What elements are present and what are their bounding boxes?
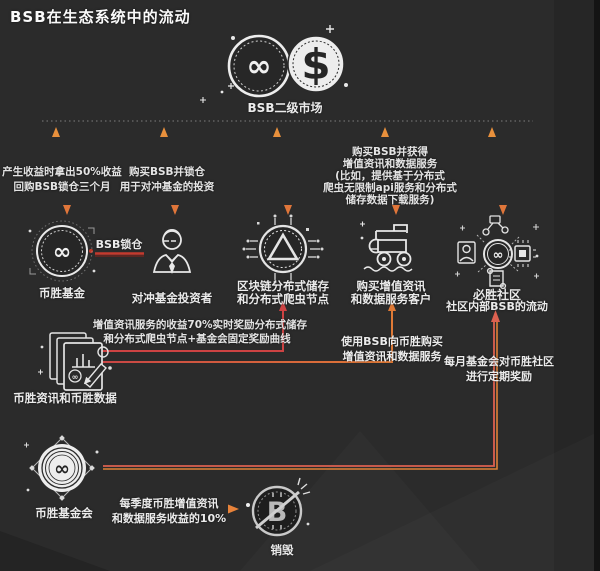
investor-label: 对冲基金投资者 xyxy=(131,291,213,305)
quarterly-note-line2: 和数据服务收益的10% xyxy=(111,512,227,525)
foundation-label: 币胜基金会 xyxy=(35,506,93,520)
arrow-pair-fund xyxy=(52,127,71,215)
hedge-invest-note-line2: 用于对冲基金的投资 xyxy=(119,181,215,193)
community-label-line1: 必胜社区 xyxy=(472,288,522,302)
reward-nodes-note-line2: 和分布式爬虫节点+基金会固定奖励曲线 xyxy=(103,333,291,345)
investor-icon xyxy=(152,229,192,274)
svg-text:∞: ∞ xyxy=(54,458,70,480)
quarterly-note-line1: 每季度币胜增值资讯 xyxy=(119,497,219,510)
buy-services-note-line3: (比如，提供基于分布式 xyxy=(335,170,445,182)
docs-label: 币胜资讯和币胜数据 xyxy=(13,391,117,405)
burn-label: 销毁 xyxy=(270,543,294,557)
blockchain-label-line2: 和分布式爬虫节点 xyxy=(237,292,329,306)
bsb-coin-icon: ∞ xyxy=(227,34,291,98)
excavator-icon xyxy=(360,221,413,272)
blockchain-chip-icon xyxy=(242,214,324,284)
top-sparkles xyxy=(200,25,348,103)
blockchain-label-line1: 区块链分布式储存 xyxy=(237,279,329,293)
buyback-note-line2: 回购BSB锁仓三个月 xyxy=(13,181,111,193)
burn-icon: B xyxy=(246,477,311,537)
diagram-title: BSB在生态系统中的流动 xyxy=(10,8,191,26)
buy-services-note-line4: 爬虫无限制api服务和分布式 xyxy=(323,182,457,194)
use-bsb-note-line2: 增值资讯和数据服务 xyxy=(342,350,442,363)
fund-coin-icon: ∞ xyxy=(28,220,96,282)
arrow-pair-investor xyxy=(160,127,179,215)
dollar-coin-icon: $ xyxy=(287,35,345,93)
hedge-invest-note-line1: 购买BSB并锁仓 xyxy=(128,166,206,178)
bsb-lock-label: BSB锁仓 xyxy=(95,238,143,251)
use-bsb-note-line1: 使用BSB向币胜购买 xyxy=(341,335,443,348)
customer-label-line2: 和数据服务客户 xyxy=(350,292,432,306)
monthly-note-line2: 进行定期奖励 xyxy=(466,370,532,383)
documents-icon: ∞ xyxy=(38,332,113,391)
svg-text:∞: ∞ xyxy=(72,373,79,382)
community-cluster-icon: ∞ xyxy=(455,215,539,290)
vertical-arrow-pairs xyxy=(52,127,507,215)
foundation-to-burn-connector xyxy=(102,504,239,514)
svg-text:B: B xyxy=(267,497,288,528)
fund-label: 币胜基金 xyxy=(39,286,85,300)
buy-services-note-line1: 购买BSB并获得 xyxy=(351,146,429,158)
svg-text:∞: ∞ xyxy=(53,240,71,265)
buy-services-note-line5: 储存数据下载服务) xyxy=(345,194,435,206)
bsb-lock-connector xyxy=(89,249,144,257)
svg-text:$: $ xyxy=(301,40,330,89)
customer-label-line1: 购买增值资讯 xyxy=(356,279,426,293)
community-label-line2: 社区内部BSB的流动 xyxy=(446,300,548,313)
svg-text:∞: ∞ xyxy=(247,49,272,84)
reward-nodes-note-line1: 增值资讯服务的收益70%实时奖励分布式储存 xyxy=(92,319,308,331)
buy-services-note-line2: 增值资讯和数据服务 xyxy=(342,158,438,170)
arrow-pair-community xyxy=(488,127,507,215)
arrow-pair-blockchain xyxy=(273,127,292,215)
foundation-to-community-connector xyxy=(103,310,500,470)
monthly-note-line1: 每月基金会对币胜社区 xyxy=(444,355,554,368)
arrow-pair-customer xyxy=(381,127,400,215)
buyback-note-line1: 产生收益时拿出50%收益 xyxy=(2,166,122,178)
market-label: BSB二级市场 xyxy=(247,101,323,115)
svg-text:∞: ∞ xyxy=(493,248,504,263)
foundation-coin-icon: ∞ xyxy=(24,435,99,501)
